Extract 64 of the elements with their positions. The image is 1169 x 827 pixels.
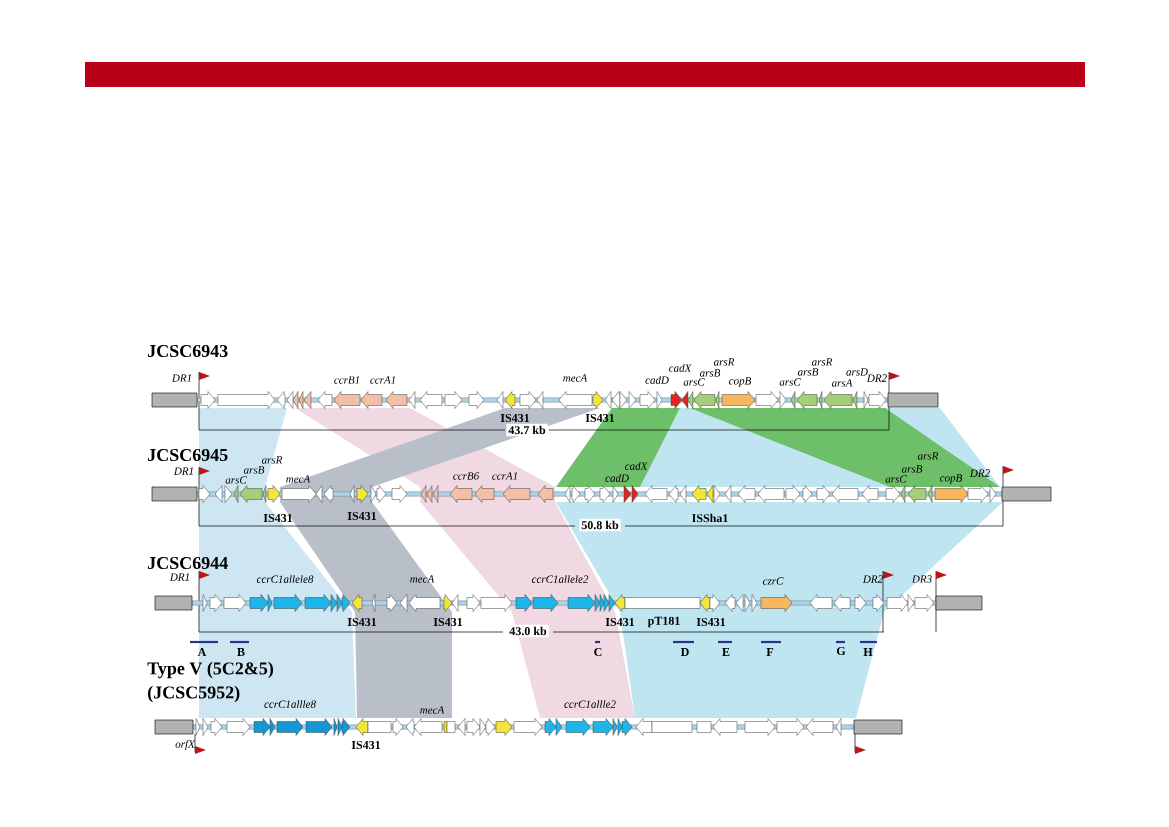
region-letter: F: [766, 648, 774, 656]
track-heading: JCSC6943: [148, 344, 228, 358]
gene-label: ccrB1: [334, 376, 359, 384]
element-label: pT181: [647, 616, 680, 628]
element-label: IS431: [500, 413, 530, 423]
gene-label: ccrC1allle8: [264, 700, 316, 708]
element-label: IS431: [433, 617, 463, 627]
track-heading: JCSC6945: [148, 448, 228, 462]
region-letter: G: [836, 646, 846, 656]
element-label: IS431: [605, 617, 635, 627]
gene-label: arsR: [917, 452, 939, 460]
gene-label: mecA: [420, 706, 445, 714]
element-label: IS431: [351, 740, 381, 750]
region-letter: D: [680, 648, 689, 656]
gene-label: cadD: [645, 376, 669, 384]
track-heading: (JCSC5952): [148, 685, 240, 703]
gene-label: DR1: [169, 573, 189, 581]
region-letter: B: [237, 648, 245, 656]
gene-label: DR3: [911, 575, 932, 583]
gene-label: copB: [729, 377, 752, 387]
gene-label: cadX: [669, 364, 692, 372]
gene-label: DR2: [969, 469, 990, 477]
gene-label: arsA: [831, 379, 853, 387]
gene-label: arsB: [797, 368, 819, 376]
gene-label: czrC: [762, 577, 784, 585]
gene-label: mecA: [563, 374, 588, 382]
gene-label: DR2: [866, 374, 887, 382]
gene-label: arsB: [699, 369, 721, 377]
track-heading: Type V (5C2&5): [147, 661, 274, 679]
element-label: IS431: [696, 617, 726, 627]
element-label: IS431: [347, 617, 377, 627]
element-label: ISSha1: [692, 513, 728, 523]
region-letter: C: [594, 647, 602, 657]
gene-label: DR2: [862, 575, 883, 583]
region-letter: E: [722, 648, 730, 656]
region-letter: H: [863, 648, 873, 656]
gene-label: ccrC1allle2: [564, 700, 616, 708]
track-heading: JCSC6944: [148, 556, 228, 570]
gene-label: copB: [940, 474, 963, 484]
gene-label: mecA: [410, 575, 435, 583]
region-letter: A: [197, 648, 207, 656]
gene-label: ccrC1allele8: [256, 575, 314, 583]
gene-label: ccrA1: [370, 376, 395, 384]
gene-label: ccrA1: [492, 472, 517, 480]
gene-label: arsC: [225, 476, 247, 484]
gene-label: arsR: [713, 358, 735, 366]
element-label: IS431: [347, 511, 377, 521]
gene-label: arsD: [846, 368, 868, 376]
gene-label: DR1: [173, 467, 193, 475]
gene-label: DR1: [171, 374, 191, 382]
gene-label: arsC: [683, 378, 705, 386]
gene-label: arsC: [885, 475, 907, 483]
gene-label: cadX: [625, 462, 648, 470]
gene-label: arsB: [901, 465, 923, 473]
gene-label: arsR: [261, 456, 283, 464]
gene-label: ccrC1allele2: [531, 575, 589, 583]
gene-label: arsC: [779, 378, 801, 386]
gene-label: arsB: [243, 466, 265, 474]
gene-label: orfX: [175, 739, 196, 751]
element-label: IS431: [263, 513, 293, 523]
gene-label: ccrB6: [453, 472, 480, 480]
gene-label: arsR: [811, 358, 833, 366]
gene-label: cadD: [605, 474, 629, 482]
gene-label: mecA: [286, 475, 311, 483]
